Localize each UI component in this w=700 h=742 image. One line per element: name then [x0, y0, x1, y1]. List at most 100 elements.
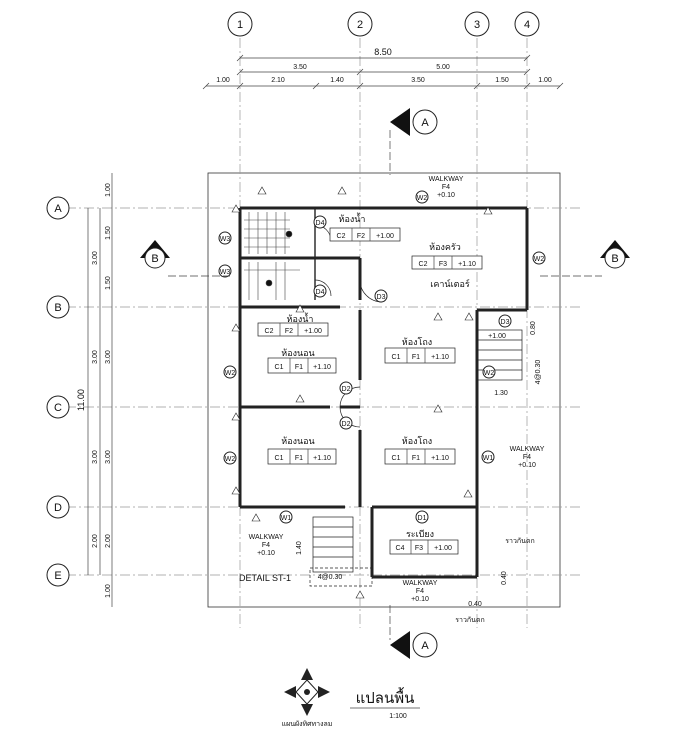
svg-text:0.40: 0.40: [501, 571, 508, 585]
svg-text:A: A: [421, 640, 429, 652]
svg-text:WALKWAY: WALKWAY: [403, 580, 438, 587]
svg-text:WALKWAY: WALKWAY: [429, 176, 464, 183]
svg-text:F1: F1: [295, 364, 303, 371]
svg-text:2.00: 2.00: [105, 534, 112, 548]
svg-text:5.00: 5.00: [436, 64, 450, 71]
front-stair: [309, 516, 373, 587]
svg-text:C1: C1: [392, 354, 401, 361]
svg-text:2.10: 2.10: [271, 77, 285, 84]
room-hall-2: ห้องโถง C1 F1 +1.10: [384, 436, 456, 465]
svg-text:3.00: 3.00: [105, 350, 112, 364]
svg-text:1.00: 1.00: [105, 183, 112, 197]
svg-text:3.00: 3.00: [105, 450, 112, 464]
column-bubble-2: 2: [347, 11, 373, 37]
site-boundary: [207, 172, 561, 608]
row-bubble-E: E: [46, 563, 70, 587]
dimension-top-total: 8.50: [236, 47, 531, 62]
svg-text:3.50: 3.50: [411, 77, 425, 84]
dimension-left-inner: 1.00 1.50 1.50 3.00 3.00 2.00 1.00: [105, 173, 113, 607]
svg-text:ราวกันตก: ราวกันตก: [455, 616, 484, 624]
svg-text:W1: W1: [281, 515, 292, 522]
svg-text:2: 2: [357, 19, 363, 31]
svg-text:D4: D4: [316, 220, 325, 227]
svg-text:F2: F2: [357, 233, 365, 240]
svg-text:F1: F1: [412, 455, 420, 462]
interior-walls: [240, 208, 362, 507]
svg-text:ห้องครัว: ห้องครัว: [429, 242, 461, 252]
svg-text:D2: D2: [342, 386, 351, 393]
svg-text:F3: F3: [415, 545, 423, 552]
svg-text:1.30: 1.30: [494, 390, 508, 397]
row-bubble-A: A: [46, 196, 70, 220]
plan-title: แปลนพื้น: [356, 687, 415, 707]
svg-text:+1.00: +1.00: [304, 328, 322, 335]
svg-text:A: A: [421, 117, 429, 129]
walkway-top: WALKWAY F4 +0.10: [429, 176, 464, 199]
dimension-left-total: 11.00: [76, 208, 89, 575]
window-tags: W1 W1 W2 W2 W2 W2 W2 W3 W3: [218, 190, 546, 524]
svg-text:DETAIL ST-1: DETAIL ST-1: [239, 573, 291, 583]
svg-text:F1: F1: [295, 455, 303, 462]
svg-text:W2: W2: [484, 370, 495, 377]
svg-text:1.50: 1.50: [105, 276, 112, 290]
svg-text:4@0.30: 4@0.30: [535, 360, 542, 385]
svg-text:E: E: [54, 570, 61, 582]
svg-text:3.00: 3.00: [92, 251, 99, 265]
svg-text:1.00: 1.00: [105, 584, 112, 598]
svg-text:3: 3: [474, 19, 480, 31]
svg-text:C2: C2: [419, 261, 428, 268]
svg-text:+1.10: +1.10: [458, 261, 476, 268]
dimension-top-mid: 3.50 5.00: [236, 64, 531, 76]
svg-text:F4: F4: [416, 588, 424, 595]
svg-text:D: D: [54, 502, 62, 514]
section-marker-b-left: B: [140, 240, 230, 277]
svg-text:+0.10: +0.10: [518, 462, 536, 469]
svg-text:+1.10: +1.10: [431, 455, 449, 462]
svg-text:เคาน์เตอร์: เคาน์เตอร์: [430, 278, 470, 289]
svg-text:C1: C1: [392, 455, 401, 462]
svg-text:1.40: 1.40: [330, 77, 344, 84]
svg-text:ระเบียง: ระเบียง: [406, 529, 434, 539]
svg-text:2.00: 2.00: [92, 534, 99, 548]
svg-text:ห้องโถง: ห้องโถง: [402, 436, 432, 446]
svg-text:1.40: 1.40: [296, 541, 303, 555]
svg-text:W2: W2: [225, 370, 236, 377]
svg-text:0.40: 0.40: [468, 601, 482, 608]
svg-text:+1.00: +1.00: [376, 233, 394, 240]
svg-text:+0.10: +0.10: [257, 550, 275, 557]
svg-text:D4: D4: [316, 289, 325, 296]
svg-text:3.50: 3.50: [293, 64, 307, 71]
dimension-top-bottom: 1.00 2.10 1.40 3.50 1.50 1.00: [202, 77, 564, 90]
svg-text:+1.00: +1.00: [434, 545, 452, 552]
room-bedroom-2: ห้องนอน C1 F1 +1.10: [267, 436, 337, 465]
row-bubble-D: D: [46, 495, 70, 519]
column-bubble-1: 1: [227, 11, 253, 37]
svg-text:B: B: [54, 302, 61, 314]
door-tags: D1 D2 D2 D3 D3 D4 D4 +1.00: [313, 215, 512, 524]
svg-text:8.50: 8.50: [374, 47, 392, 57]
svg-text:+1.10: +1.10: [313, 364, 331, 371]
svg-text:+1.00: +1.00: [488, 333, 506, 340]
svg-text:ห้องน้ำ: ห้องน้ำ: [287, 312, 314, 324]
svg-text:F4: F4: [442, 184, 450, 191]
svg-text:C4: C4: [396, 545, 405, 552]
svg-text:D1: D1: [418, 515, 427, 522]
svg-text:+0.10: +0.10: [411, 596, 429, 603]
svg-text:+1.10: +1.10: [313, 455, 331, 462]
room-kitchen: ห้องครัว C2 F3 +1.10 เคาน์เตอร์: [411, 242, 483, 289]
svg-text:ห้องนอน: ห้องนอน: [281, 436, 314, 446]
room-veranda: ระเบียง C4 F3 +1.00: [389, 529, 459, 555]
room-toilet-2: ห้องน้ำ C2 F2 +1.00: [257, 312, 329, 337]
svg-text:+1.10: +1.10: [431, 354, 449, 361]
svg-text:F2: F2: [285, 328, 293, 335]
svg-text:WALKWAY: WALKWAY: [510, 446, 545, 453]
svg-text:C2: C2: [265, 328, 274, 335]
svg-text:W2: W2: [534, 256, 545, 263]
room-hall-1: ห้องโถง C1 F1 +1.10: [384, 337, 456, 364]
svg-text:A: A: [54, 203, 62, 215]
svg-text:1.50: 1.50: [495, 77, 509, 84]
svg-text:ห้องนอน: ห้องนอน: [281, 348, 314, 358]
row-bubble-B: B: [46, 295, 70, 319]
svg-text:F3: F3: [439, 261, 447, 268]
svg-text:ห้องน้ำ: ห้องน้ำ: [339, 212, 366, 224]
